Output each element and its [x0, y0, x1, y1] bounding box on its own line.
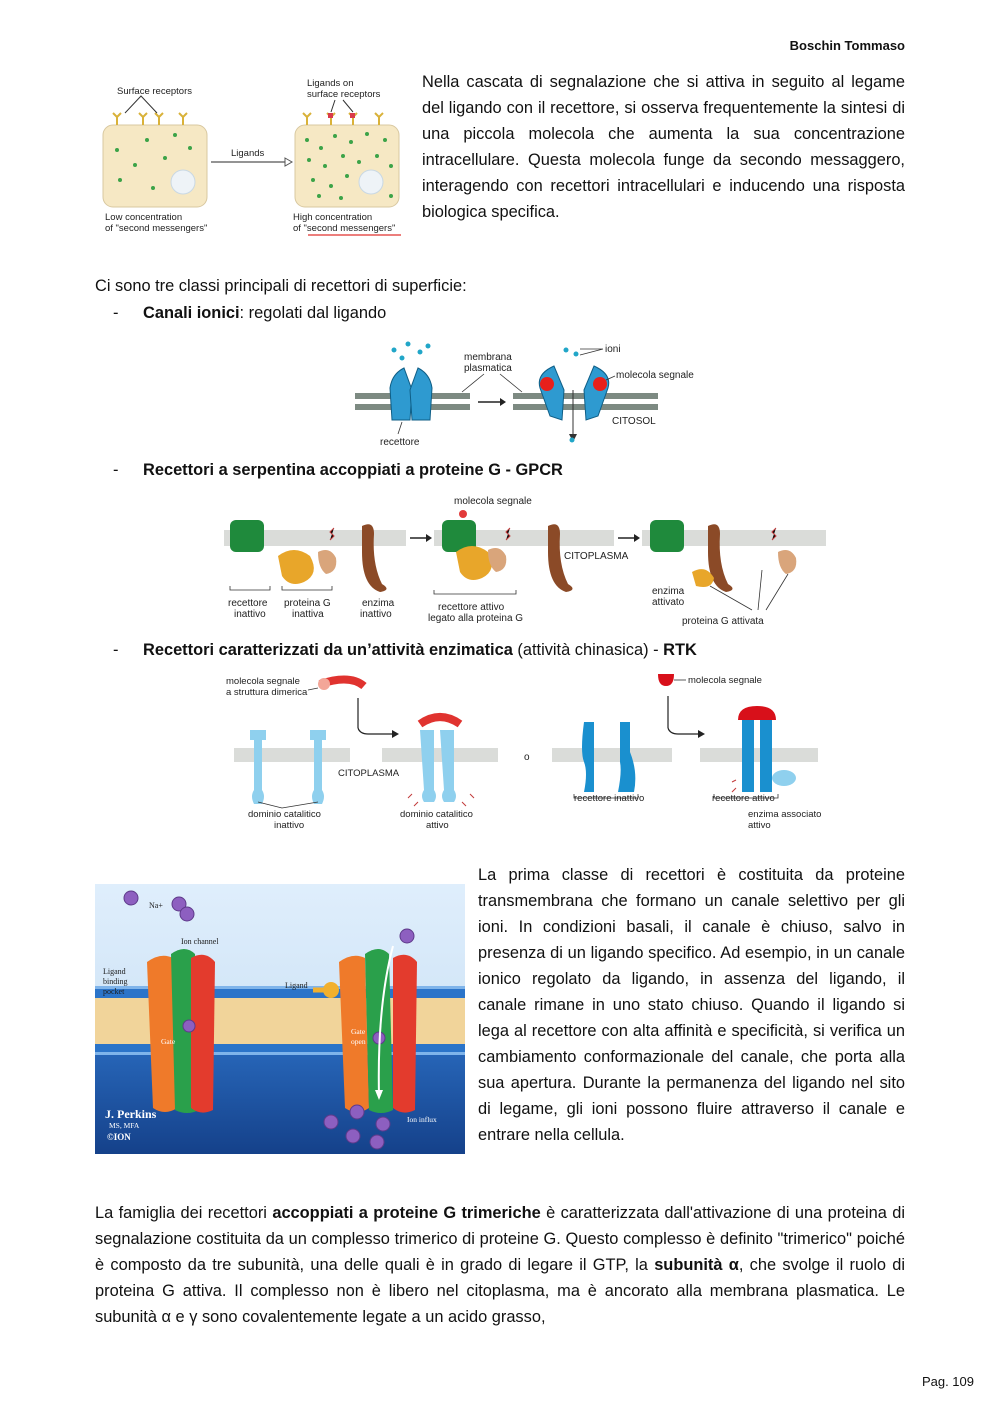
proteina-g-inattiva-label-1: proteina G — [284, 598, 331, 609]
dominio-attivo-label-2: attivo — [426, 820, 449, 831]
enzima-attivato-label-1: enzima — [652, 586, 685, 597]
rtk-or-label: o — [524, 752, 530, 763]
ligand-label: Ligand — [285, 981, 308, 990]
ion-channel-figure: ioni molecola segnale membrana plasmatic… — [355, 341, 694, 448]
bullet-gpcr-title: Recettori a serpentina accoppiati a prot… — [143, 461, 563, 479]
enzima-associato-label-2: attivo — [748, 820, 771, 831]
recettore-inattivo-label-1: recettore — [228, 598, 268, 609]
bullet-ion-channels-title: Canali ionici — [143, 304, 240, 322]
recettore-attivo-label-1: recettore attivo — [438, 602, 505, 613]
rtk-recettore-attivo-label: recettore attivo — [712, 793, 775, 804]
membrana-label-1: membrana — [464, 352, 512, 363]
ion-channel-label: Ion channel — [181, 937, 219, 946]
rtk-figure: molecola segnale a struttura dimerica mo… — [226, 674, 821, 831]
enzima-associato-label-1: enzima associato — [748, 809, 821, 820]
credit-name: J. Perkins — [105, 1107, 157, 1121]
bullet-ion-channels: - Canali ionici: regolati dal ligando — [113, 304, 387, 323]
rtk-recettore-inattivo-label: recettore inattivo — [574, 793, 644, 804]
bullet-rtk-title: Recettori caratterizzati da un’attività … — [143, 641, 513, 659]
bullet-dash: - — [113, 461, 119, 479]
ioni-label: ioni — [605, 344, 621, 355]
ligands-on-label-1: Ligands on — [307, 78, 353, 89]
citosol-label: CITOSOL — [612, 416, 656, 427]
recettore-label: recettore — [380, 437, 420, 448]
binding-pocket-label-2: binding — [103, 977, 127, 986]
second-messenger-figure: Surface receptors Ligands Ligands on sur… — [102, 78, 401, 236]
bullet-dash: - — [113, 641, 119, 659]
dominio-inattivo-label-1: dominio catalitico — [248, 809, 321, 820]
ligands-on-label-2: surface receptors — [307, 89, 381, 100]
alpha-subunit-term: subunità α — [654, 1256, 739, 1274]
ligand-gated-channel-illustration: Na+ Ion channel Ligand binding pocket Li… — [95, 884, 465, 1154]
binding-pocket-label-3: pocket — [103, 987, 125, 996]
gate-open-label-1: Gate — [351, 1027, 366, 1036]
bullet-ion-channels-desc: : regolati dal ligando — [239, 304, 387, 322]
intro-paragraph: Nella cascata di segnalazione che si att… — [422, 73, 905, 221]
ion-channel-paragraph: La prima classe di recettori è costituit… — [478, 866, 905, 1144]
proteina-g-inattiva-label-2: inattiva — [292, 609, 324, 620]
g-protein-trimeric-term: accoppiati a proteine G trimeriche — [272, 1204, 541, 1222]
dominio-inattivo-label-2: inattivo — [274, 820, 304, 831]
membrana-label-2: plasmatica — [464, 363, 512, 374]
molecola-segnale-label: molecola segnale — [616, 370, 694, 381]
sodium-label: Na+ — [149, 901, 163, 910]
low-concentration-label-1: Low concentration — [105, 212, 182, 223]
enzima-inattivo-label-2: inattivo — [360, 609, 392, 620]
bullet-gpcr: - Recettori a serpentina accoppiati a pr… — [113, 461, 563, 480]
gate-open-label-2: open — [351, 1037, 366, 1046]
high-concentration-label-1: High concentration — [293, 212, 372, 223]
credit-degree: MS, MFA — [109, 1121, 140, 1130]
ligands-arrow-label: Ligands — [231, 148, 265, 159]
binding-pocket-label-1: Ligand — [103, 967, 126, 976]
recettore-attivo-label-2: legato alla proteina G — [428, 613, 523, 624]
bullet-rtk: - Recettori caratterizzati da un’attivit… — [113, 641, 697, 660]
bullet-dash: - — [113, 304, 119, 322]
gpcr-molecola-segnale-label: molecola segnale — [454, 496, 532, 507]
molecola-dimerica-label-1: molecola segnale — [226, 676, 300, 687]
bullet-rtk-desc: (attività chinasica) - — [512, 641, 664, 659]
g-protein-paragraph: La famiglia dei recettori accoppiati a p… — [95, 1204, 905, 1326]
molecola-dimerica-label-2: a struttura dimerica — [226, 687, 308, 698]
rtk-molecola-segnale-label: molecola segnale — [688, 675, 762, 686]
ion-influx-label: Ion influx — [407, 1115, 437, 1124]
recettore-inattivo-label-2: inattivo — [234, 609, 266, 620]
high-concentration-label-2: of "second messengers" — [293, 223, 395, 234]
gpcr-figure: molecola segnale CITOPLASMA recettore in… — [224, 496, 826, 627]
rtk-citoplasma-label: CITOPLASMA — [338, 768, 400, 779]
page-number: Pag. 109 — [921, 1374, 974, 1389]
proteina-g-attivata-label: proteina G attivata — [682, 616, 764, 627]
gate-label: Gate — [161, 1037, 176, 1046]
low-concentration-label-2: of "second messengers" — [105, 223, 207, 234]
enzima-inattivo-label-1: enzima — [362, 598, 395, 609]
gpcr-citoplasma-label: CITOPLASMA — [564, 551, 629, 562]
author-name: Boschin Tommaso — [789, 38, 905, 53]
enzima-attivato-label-2: attivato — [652, 597, 685, 608]
credit-logo: ©ION — [107, 1132, 131, 1142]
bullet-rtk-acronym: RTK — [663, 641, 697, 659]
receptor-classes-intro: Ci sono tre classi principali di recetto… — [95, 277, 467, 295]
dominio-attivo-label-1: dominio catalitico — [400, 809, 473, 820]
surface-receptors-label: Surface receptors — [117, 86, 192, 97]
